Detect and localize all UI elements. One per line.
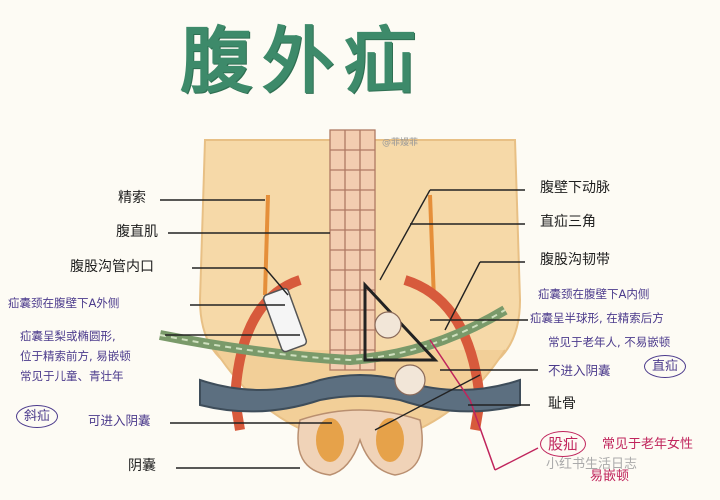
note-indirect-position: 位于精索前方, 易嵌顿 <box>20 349 131 363</box>
leader-lines-left <box>160 199 332 469</box>
direct-hernia-circle: 直疝 <box>644 355 687 378</box>
hernia-sac-direct <box>374 311 402 339</box>
femoral-hernia-circle: 股疝 <box>540 431 587 457</box>
label-deep-inguinal-ring: 腹股沟管内口 <box>70 259 154 275</box>
diagram-title: 腹外疝 <box>180 19 427 103</box>
note-direct-scrotum: 不进入阴囊 <box>548 363 611 378</box>
note-femoral-population: 常见于老年女性 <box>602 437 694 452</box>
femoral-vessel <box>429 339 496 471</box>
hernia-sac-femoral <box>394 364 426 396</box>
watermark: @菲嫚菲 <box>382 138 419 148</box>
label-indirect-hernia: 斜疝 <box>16 405 59 428</box>
label-femoral-hernia: 股疝 <box>540 431 587 457</box>
label-inguinal-ligament: 腹股沟韧带 <box>540 252 610 268</box>
note-direct-population: 常见于老年人, 不易嵌顿 <box>548 335 671 349</box>
label-pubic-bone: 耻骨 <box>548 396 576 412</box>
note-indirect-shape: 疝囊呈梨或椭圆形, <box>20 329 116 343</box>
label-direct-hernia: 直疝 <box>644 355 687 378</box>
note-indirect-scrotum: 可进入阴囊 <box>88 413 151 428</box>
indirect-hernia-circle: 斜疝 <box>16 405 59 428</box>
spermatic-cord-right <box>428 194 436 301</box>
label-inferior-epigastric-artery: 腹壁下动脉 <box>540 180 610 196</box>
rectus-sheath-grid <box>329 129 376 371</box>
inguinal-canal-tube <box>262 287 308 353</box>
label-scrotum: 阴囊 <box>128 458 156 474</box>
leader-lines-right <box>374 189 538 431</box>
note-direct-shape: 疝囊呈半球形, 在精索后方 <box>530 311 664 325</box>
note-direct-neck: 疝囊颈在腹壁下A内侧 <box>538 287 650 301</box>
testis-left <box>316 418 344 462</box>
label-spermatic-cord: 精索 <box>118 190 146 206</box>
note-femoral-incarceration: 易嵌顿 <box>590 469 630 484</box>
testis-right <box>376 418 404 462</box>
note-indirect-population: 常见于儿童、青壮年 <box>20 369 124 383</box>
spermatic-cord-left <box>263 194 270 296</box>
footer-watermark: 小红书生活日志 <box>546 457 638 472</box>
note-indirect-neck: 疝囊颈在腹壁下A外侧 <box>8 296 120 310</box>
label-hesselbach-triangle: 直疝三角 <box>540 214 596 230</box>
label-rectus-abdominis: 腹直肌 <box>116 224 158 240</box>
